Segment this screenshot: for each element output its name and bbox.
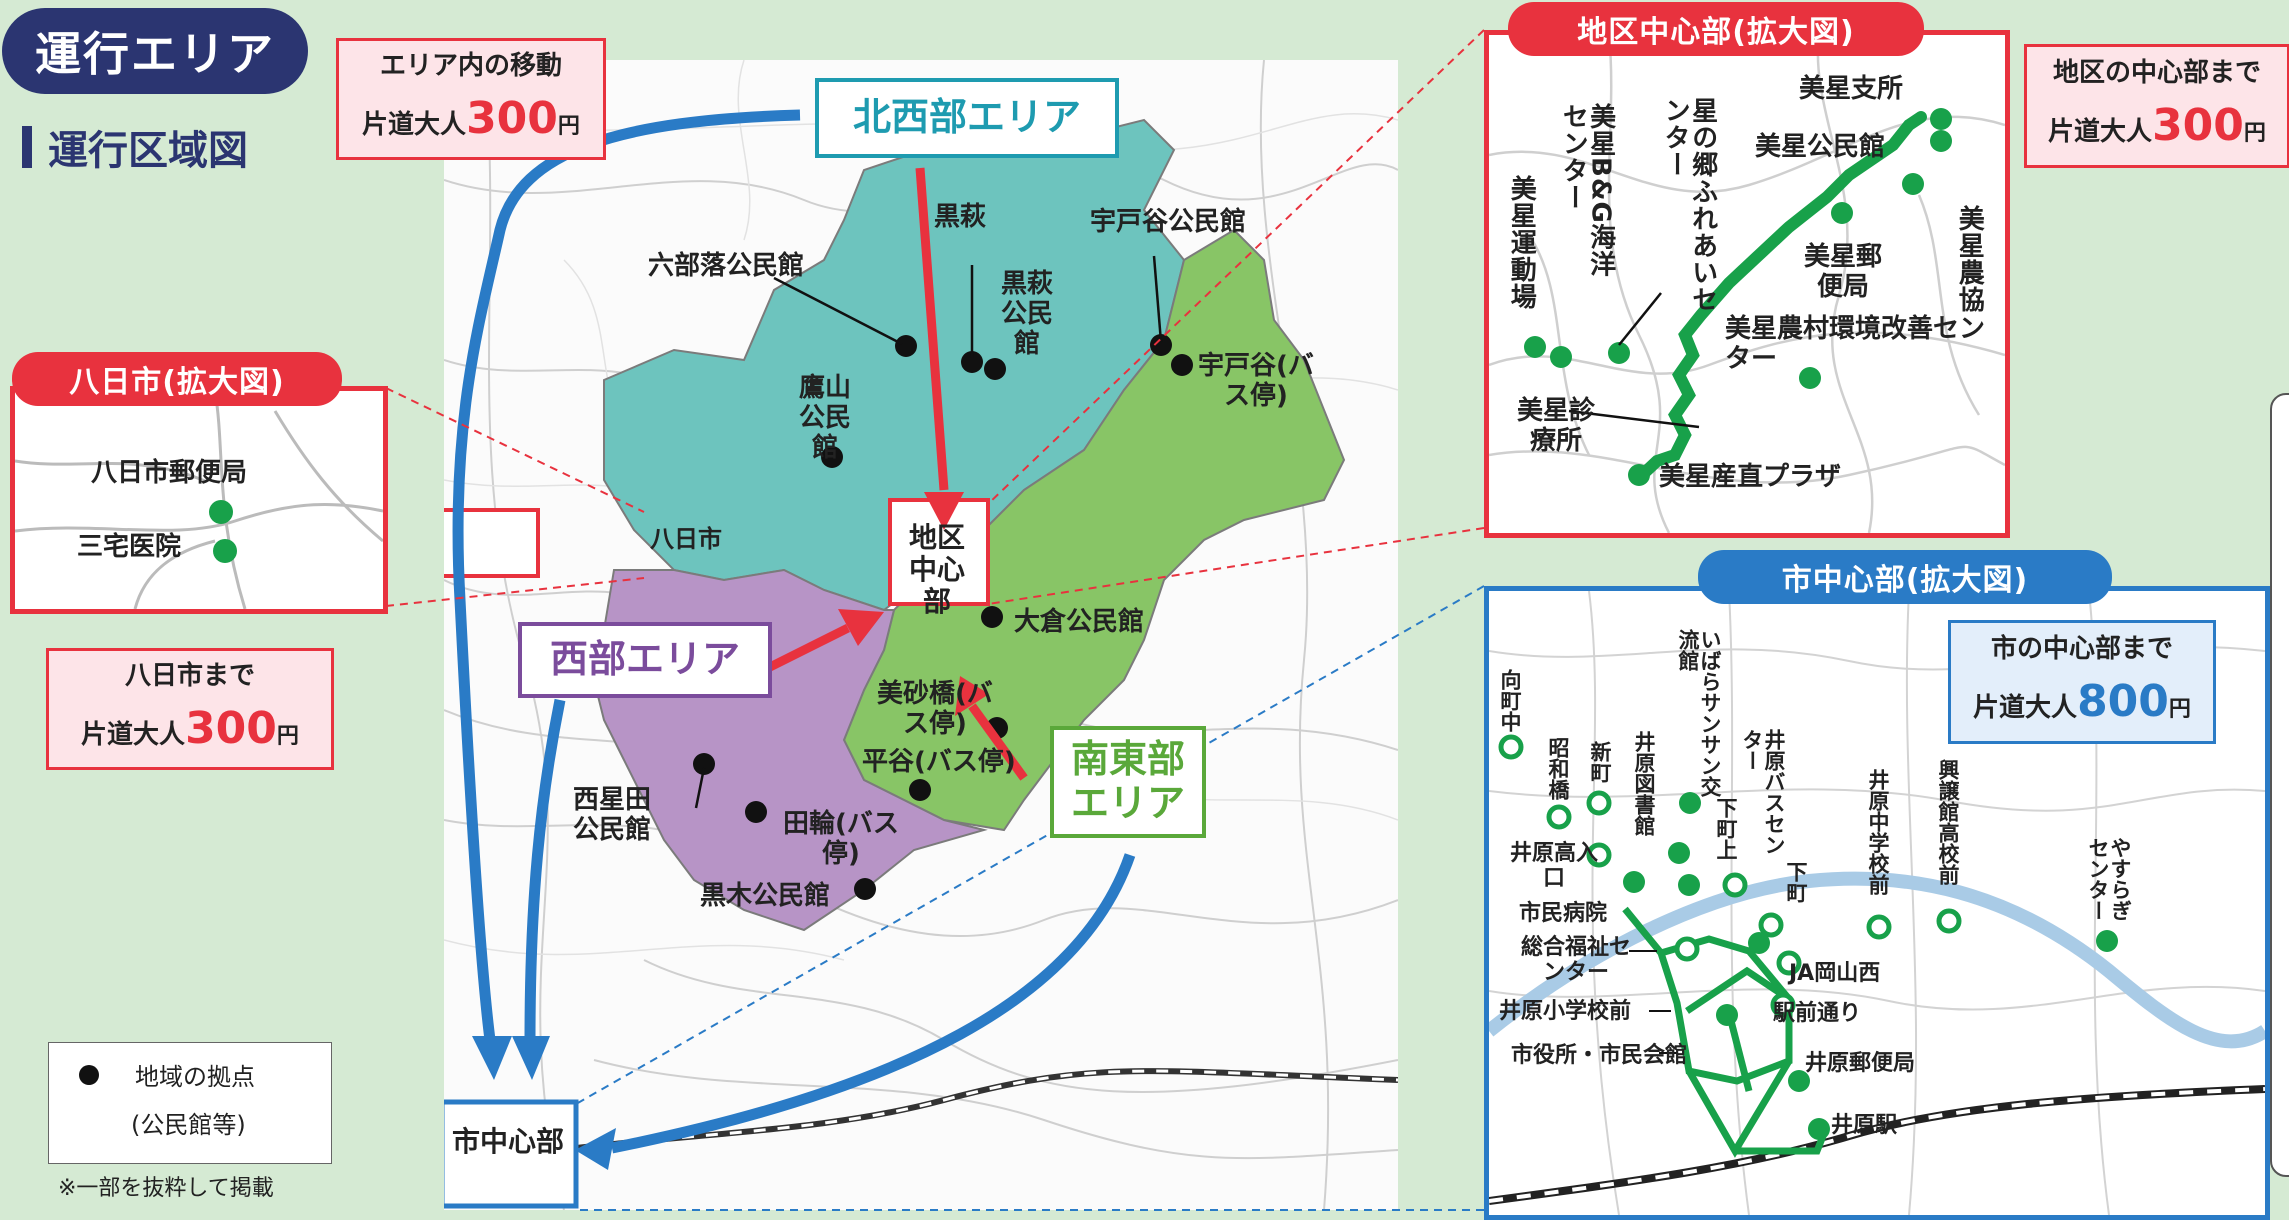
youkaichi-inset: 八日市郵便局 三宅医院 — [10, 386, 388, 614]
label-kurohagi-kominkan: 黒萩公民館 — [1000, 269, 1053, 359]
callout-district: 地区の中心部まで 片道大人300円 — [2024, 44, 2289, 168]
label-rokubuoku: 六部落公民館 — [648, 251, 805, 281]
price-value: 300 — [466, 92, 558, 144]
city-ibara-iriguchi-label: 井原高入口 — [1509, 841, 1598, 892]
district-bg-label: 美星B&G海洋センター — [1558, 103, 1616, 278]
callout-district-price-line: 片道大人300円 — [2027, 93, 2287, 159]
label-kurohagi: 黒萩 — [934, 202, 987, 232]
price-unit: 円 — [276, 723, 299, 749]
city-ibara-sho-label: 井原小学校前 — [1499, 999, 1632, 1024]
price-unit: 円 — [2168, 696, 2191, 722]
district-center-box-label: 地区中心部 — [908, 521, 965, 619]
price-unit: 円 — [557, 113, 580, 139]
callout-city-price-line: 片道大人800円 — [1951, 669, 2213, 735]
price-unit: 円 — [2243, 120, 2266, 146]
label-bisahashi: 美砂橋(バス停) — [877, 679, 993, 739]
city-ibara-sunsun-label: いばらサンサン交流館 — [1675, 629, 1722, 797]
district-post-label: 美星郵便局 — [1803, 242, 1882, 302]
city-shinmachi-label: 新町 — [1588, 741, 1613, 783]
legend: 地域の拠点 (公民館等) — [48, 1042, 332, 1164]
subtitle-bar — [22, 126, 32, 168]
price-value: 300 — [2152, 99, 2244, 151]
youkaichi-inset-map — [15, 391, 383, 609]
city-inset: 向町中 昭和橋 新町 いばらサンサン交流館 井原図書館 井原バスセンター 下町上… — [1484, 586, 2270, 1220]
callout-area-move: エリア内の移動 片道大人300円 — [336, 38, 606, 160]
city-ibara-eki-label: 井原駅 — [1831, 1113, 1898, 1138]
district-shisho-label: 美星支所 — [1799, 74, 1904, 104]
callout-district-line1: 地区の中心部まで — [2052, 57, 2261, 88]
city-yubinkyoku-label: 井原郵便局 — [1805, 1051, 1916, 1076]
city-mukaimachi-label: 向町中 — [1498, 669, 1523, 732]
district-undojo-label: 美星運動場 — [1506, 175, 1537, 310]
label-takayama: 鷹山公民館 — [798, 373, 851, 463]
price-prefix: 片道大人 — [81, 719, 186, 750]
city-shimomachi-kami-label: 下町上 — [1714, 797, 1739, 860]
district-hoshinosato-label: 星の郷ふれあいセンター — [1660, 97, 1718, 313]
price-value: 800 — [2077, 675, 2169, 727]
label-hiratani: 平谷(バス停) — [862, 747, 1016, 777]
district-inset-header: 地区中心部(拡大図) — [1508, 2, 1924, 56]
subtitle-text: 運行区域図 — [48, 128, 248, 174]
price-prefix: 片道大人 — [362, 109, 467, 140]
page-subtitle: 運行区域図 — [22, 118, 248, 176]
city-ibara-bc-label: 井原バスセンター — [1739, 729, 1786, 855]
city-library-label: 井原図書館 — [1632, 731, 1657, 836]
callout-city-line1: 市の中心部まで — [1990, 633, 2173, 664]
label-nishihoshida: 西星田公民館 — [572, 785, 651, 845]
city-shiyakusho-label: 市役所・市民会館 — [1511, 1043, 1688, 1068]
label-kurogi: 黒木公民館 — [700, 881, 831, 911]
city-center-box-label: 市中心部 — [452, 1125, 565, 1158]
note: ※一部を抜粋して掲載 — [58, 1176, 274, 1201]
city-ja-label: JA岡山西 — [1789, 961, 1881, 986]
callout-youkaichi-price-line: 片道大人300円 — [49, 696, 331, 762]
west-area-label: 西部エリア — [518, 622, 772, 698]
city-fukushi-label: 総合福祉センター — [1520, 935, 1631, 986]
callout-area-move-price-line: 片道大人300円 — [339, 86, 603, 152]
label-udotani-bus: 宇戸谷(バス停) — [1198, 351, 1314, 411]
label-tawa: 田輪(バス停) — [783, 809, 899, 869]
district-kominkan-label: 美星公民館 — [1755, 132, 1886, 162]
district-shinryo-label: 美星診療所 — [1516, 396, 1595, 456]
city-ekimae-label: 駅前通り — [1773, 1001, 1862, 1026]
callout-youkaichi-line1: 八日市まで — [124, 660, 255, 691]
district-sanchoku-label: 美星産直プラザ — [1659, 462, 1842, 492]
callout-area-move-line1: エリア内の移動 — [379, 50, 562, 81]
city-shimin-byoin-label: 市民病院 — [1519, 901, 1608, 926]
district-nokyo-label: 美星農協 — [1954, 205, 1985, 313]
city-yasuragi-label: やすらぎセンター — [2085, 837, 2132, 921]
district-inset-map — [1489, 35, 2005, 533]
price-prefix: 片道大人 — [1973, 692, 2078, 723]
youkaichi-box-label: 八日市 — [650, 525, 722, 553]
legend-dot-icon — [79, 1065, 99, 1085]
northwest-area-label: 北西部エリア — [815, 78, 1119, 158]
price-prefix: 片道大人 — [2048, 116, 2153, 147]
city-kojokan-label: 興譲館高校前 — [1936, 759, 1961, 885]
youkaichi-hospital-label: 三宅医院 — [77, 532, 182, 562]
page-title: 運行エリア — [2, 8, 308, 94]
side-panel — [2270, 393, 2289, 1177]
city-showabashi-label: 昭和橋 — [1546, 737, 1571, 800]
legend-line1: 地域の拠点 — [135, 1063, 255, 1091]
city-inset-header: 市中心部(拡大図) — [1698, 550, 2112, 604]
district-inset: 美星支所 美星公民館 美星農協 美星郵便局 美星農村環境改善センター 星の郷ふれ… — [1484, 30, 2010, 538]
youkaichi-post-label: 八日市郵便局 — [91, 458, 248, 488]
callout-youkaichi: 八日市まで 片道大人300円 — [46, 648, 334, 770]
callout-city: 市の中心部まで 片道大人800円 — [1948, 620, 2216, 744]
youkaichi-inset-header: 八日市(拡大図) — [12, 352, 342, 406]
price-value: 300 — [185, 702, 277, 754]
district-noson-label: 美星農村環境改善センター — [1725, 314, 1986, 374]
city-ibara-chu-label: 井原中学校前 — [1866, 769, 1891, 895]
label-udotani-kominkan: 宇戸谷公民館 — [1090, 207, 1247, 237]
legend-line2: (公民館等) — [131, 1111, 246, 1139]
city-shimomachi-label: 下町 — [1784, 861, 1809, 903]
southeast-area-label: 南東部エリア — [1050, 726, 1206, 838]
label-okura: 大倉公民館 — [1014, 607, 1145, 637]
